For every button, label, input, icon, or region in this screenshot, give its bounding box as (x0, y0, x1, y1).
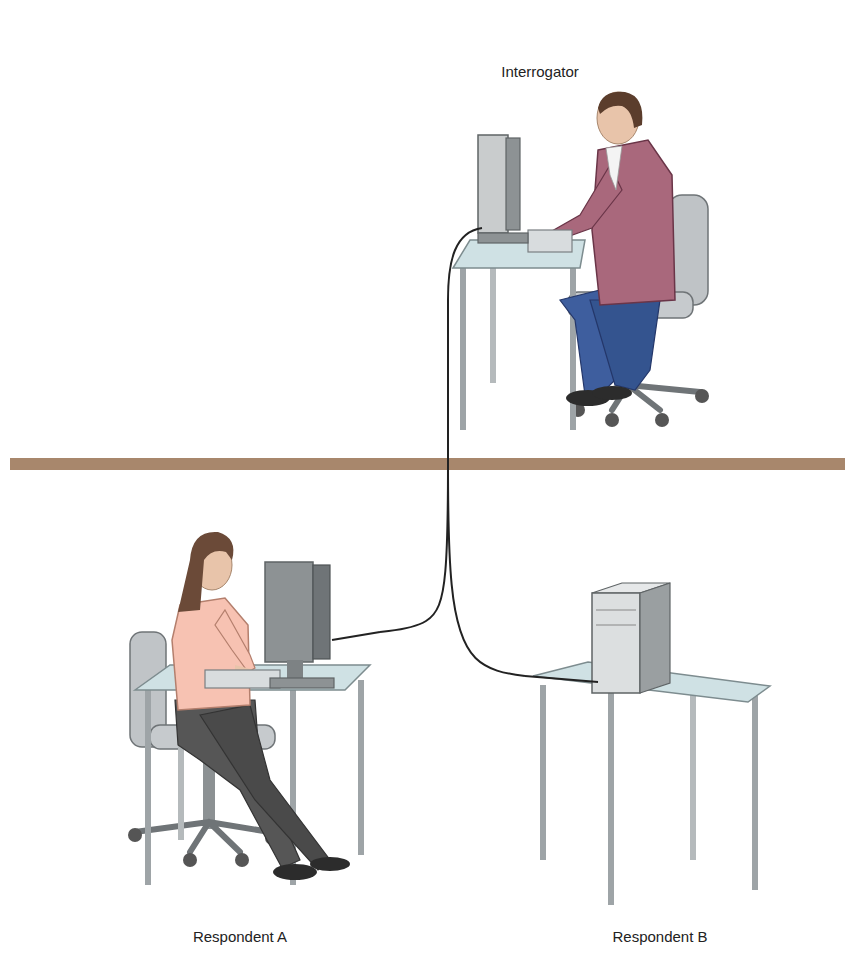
desk-leg (460, 258, 466, 430)
interrogator-computer (478, 135, 572, 252)
tower-front (592, 593, 640, 693)
monitor-back (506, 138, 520, 230)
desk-leg (145, 690, 151, 885)
chair-base (580, 385, 700, 410)
person-legs (200, 705, 330, 870)
monitor-stand (287, 660, 303, 680)
station-node: Respondent A (120, 545, 380, 955)
person-hair (178, 532, 233, 612)
keyboard (528, 230, 572, 252)
cable (448, 228, 482, 440)
divider-wall (10, 458, 845, 470)
drive-bay (596, 610, 636, 611)
desk-leg (358, 680, 364, 855)
respondent-a-desk (135, 665, 370, 885)
chair-wheel (183, 853, 197, 867)
cable (525, 676, 598, 682)
monitor-base (478, 233, 528, 243)
person-legs (590, 300, 660, 390)
cable-connector (448, 440, 525, 676)
respondent-a-person (172, 532, 350, 880)
chair-base (135, 822, 270, 852)
table-leg (752, 695, 758, 890)
chair-wheel (695, 389, 709, 403)
respondent-a-computer (205, 562, 334, 688)
interrogator-desk (453, 240, 585, 430)
station-label: Interrogator (440, 63, 640, 81)
monitor-screen (478, 135, 508, 233)
chair-wheel (655, 413, 669, 427)
monitor-side (313, 565, 330, 659)
person-jacket (592, 140, 675, 305)
station-label: Respondent A (160, 928, 320, 946)
station-label: Respondent B (580, 928, 740, 946)
cable-connector (380, 440, 448, 632)
chair-wheel (605, 413, 619, 427)
respondent-b-computer (592, 583, 670, 693)
chair-wheel (235, 853, 249, 867)
keyboard (205, 670, 280, 688)
person-arm (215, 610, 255, 672)
chair-wheel (128, 828, 142, 842)
cable (332, 632, 380, 640)
person-shoe (273, 864, 317, 880)
table-leg (608, 680, 614, 905)
tower-side (640, 583, 670, 693)
respondent-b-table (533, 662, 770, 905)
person-shoe (310, 857, 350, 871)
monitor-back (265, 562, 313, 662)
person-shirt (606, 146, 622, 190)
drive-bay (596, 625, 636, 626)
person-shoe (592, 386, 632, 400)
station-node: Interrogator (440, 55, 730, 440)
monitor-base (270, 678, 334, 688)
table-leg (540, 685, 546, 860)
person-hair (598, 92, 642, 128)
station-node: Respondent B (525, 570, 785, 955)
desk-leg (490, 258, 496, 383)
table-leg (690, 690, 696, 860)
